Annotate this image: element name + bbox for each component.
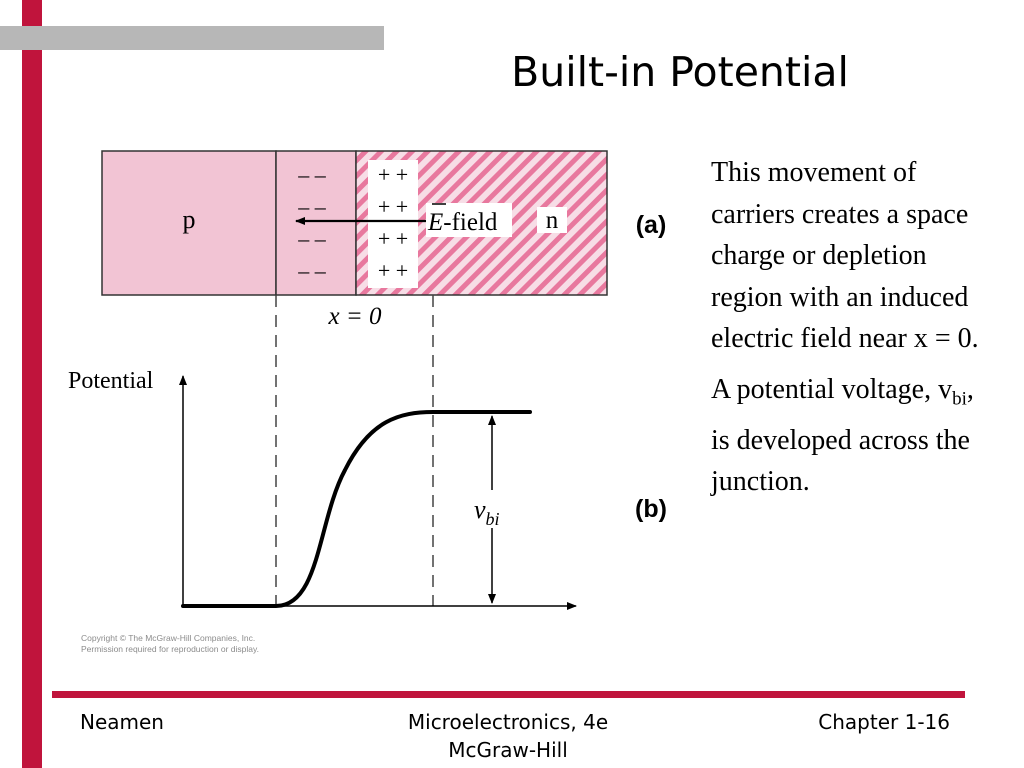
positive-charge-row-4: + +: [378, 258, 408, 283]
pn-junction-diagram: p – – – – – – – – + + + + + + + + E-fiel…: [68, 150, 667, 610]
positive-charge-row-3: + +: [378, 226, 408, 251]
panel-a-label: (a): [636, 211, 667, 239]
copyright-notice: Copyright © The McGraw-Hill Companies, I…: [81, 633, 341, 655]
footer-chapter: Chapter 1-16: [818, 710, 950, 734]
vbi-label: vbi: [474, 495, 500, 529]
slide-title: Built-in Potential: [511, 48, 849, 96]
n-label: n: [546, 207, 559, 234]
copyright-line-1: Copyright © The McGraw-Hill Companies, I…: [81, 633, 256, 643]
potential-axis-label: Potential: [68, 368, 154, 394]
efield-label-bg: [426, 203, 512, 237]
slide-body-text: This movement of carriers creates a spac…: [711, 152, 981, 512]
depletion-negative-region: [275, 150, 357, 296]
footer-author: Neamen: [80, 710, 164, 734]
copyright-line-2: Permission required for reproduction or …: [81, 644, 259, 654]
positive-charge-bg: [368, 160, 418, 288]
potential-curve: [181, 410, 532, 608]
footer-divider: [52, 691, 965, 698]
negative-charge-row-2: – –: [297, 194, 327, 219]
x-zero-label: x = 0: [328, 303, 382, 330]
panel-b-label: (b): [635, 495, 667, 523]
vbi-label-bg: [474, 490, 512, 528]
footer-publisher: McGraw-Hill: [448, 738, 568, 762]
body-paragraph-1: This movement of carriers creates a spac…: [711, 157, 979, 354]
efield-label: E-field: [427, 209, 498, 236]
left-accent-bar: [22, 0, 42, 768]
footer-book-title: Microelectronics, 4e: [407, 710, 609, 734]
negative-charge-row-1: – –: [297, 162, 327, 187]
body-paragraph-2: A potential voltage, vbi, is developed a…: [711, 373, 974, 498]
top-gray-bar: [0, 26, 384, 50]
negative-charge-row-4: – –: [297, 258, 327, 283]
positive-charge-row-2: + +: [378, 194, 408, 219]
positive-charge-row-1: + +: [378, 162, 408, 187]
negative-charge-row-3: – –: [297, 226, 327, 251]
n-label-bg: [537, 207, 567, 233]
footer-book: Microelectronics, 4e McGraw-Hill: [384, 708, 632, 764]
p-label: p: [183, 205, 196, 234]
